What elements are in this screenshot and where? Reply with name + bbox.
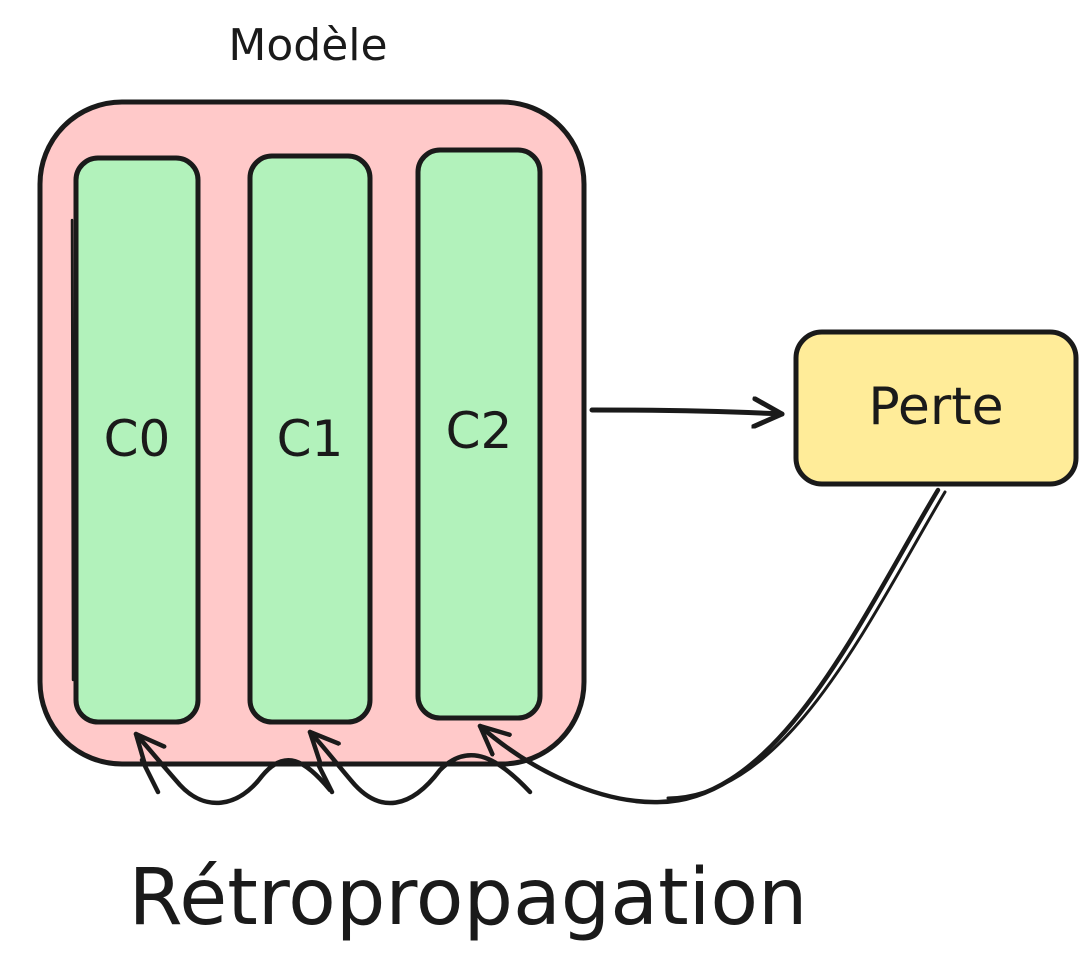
backprop-arrow-c1-to-c0 <box>133 731 333 806</box>
loss-box: Perte <box>793 329 1079 487</box>
backprop-arrow-c2-to-c1 <box>307 729 533 806</box>
backprop-label: Rétropropagation <box>129 853 808 943</box>
forward-arrow <box>589 410 785 414</box>
loss-label: Perte <box>868 377 1003 437</box>
layer-c0: C0 <box>73 155 201 725</box>
backprop-arrows <box>133 487 947 806</box>
layer-c2: C2 <box>415 147 543 721</box>
layer-c1-label: C1 <box>277 410 344 468</box>
model-title: Modèle <box>228 20 387 71</box>
layer-c1: C1 <box>247 153 373 725</box>
layer-c0-label: C0 <box>104 410 171 468</box>
layer-c2-label: C2 <box>446 402 513 460</box>
